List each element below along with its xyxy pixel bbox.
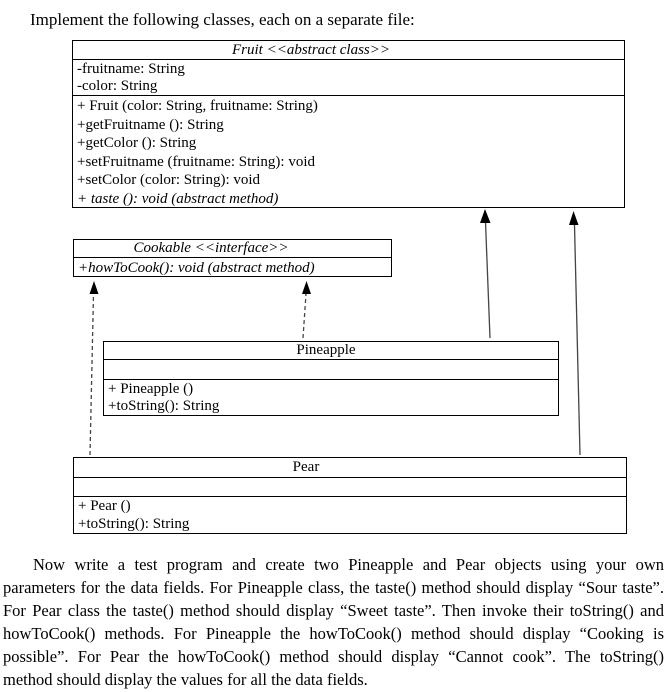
implements-arrowhead-pineapple-cookable-icon — [302, 281, 311, 294]
uml-interface-cookable: Cookable <<interface>> +howToCook(): voi… — [73, 239, 392, 277]
fruit-attributes-compartment: -fruitname: String -color: String — [73, 60, 624, 96]
uml-class-fruit: Fruit <<abstract class>> -fruitname: Str… — [72, 40, 625, 208]
extends-arrow-pear-fruit — [573, 224, 581, 456]
pear-methods-compartment: + Pear () +toString(): String — [74, 497, 626, 533]
instruction-text: Implement the following classes, each on… — [30, 10, 415, 29]
uml-class-pear: Pear + Pear () +toString(): String — [73, 457, 627, 534]
fruit-method: + Fruit (color: String, fruitname: Strin… — [77, 98, 318, 114]
paragraph-line: parameters for the data fields. For Pine… — [3, 578, 664, 597]
pineapple-methods-compartment: + Pineapple () +toString(): String — [104, 380, 558, 415]
fruit-method: +setFruitname (fruitname: String): void — [77, 153, 316, 170]
pear-attributes-compartment — [74, 478, 626, 497]
fruit-class-title: Fruit <<abstract class>> — [73, 41, 624, 60]
cookable-methods-compartment: +howToCook(): void (abstract method) — [74, 258, 391, 277]
pineapple-method: +toString(): String — [108, 398, 220, 414]
pineapple-attributes-compartment — [104, 360, 558, 380]
uml-class-pineapple: Pineapple + Pineapple () +toString(): St… — [103, 341, 559, 416]
implements-arrow-pineapple-cookable — [302, 293, 307, 339]
pear-method: +toString(): String — [78, 515, 190, 532]
fruit-method: +getColor (): String — [77, 135, 197, 151]
cookable-method: +howToCook(): void (abstract method) — [78, 260, 315, 276]
pear-class-title: Pear — [74, 458, 626, 478]
cookable-interface-title: Cookable <<interface>> — [74, 240, 391, 258]
extends-arrowhead-pear-fruit-icon — [569, 211, 579, 225]
fruit-abstract-method: + taste (): void (abstract method) — [77, 190, 279, 207]
pineapple-class-title: Pineapple — [104, 342, 558, 360]
fruit-method: +getFruitname (): String — [77, 116, 224, 133]
pear-method: + Pear () — [78, 498, 131, 514]
fruit-methods-compartment: + Fruit (color: String, fruitname: Strin… — [73, 96, 624, 208]
implements-arrowhead-pear-cookable-icon — [89, 281, 99, 294]
pineapple-method: + Pineapple () — [108, 381, 194, 397]
fruit-attribute: -color: String — [77, 78, 158, 94]
paragraph-line: For Pear class the taste() method should… — [3, 601, 664, 620]
paragraph-line: Now write a test program and create two … — [33, 555, 664, 574]
implements-arrow-pear-cookable — [89, 293, 95, 456]
fruit-attribute: -fruitname: String — [77, 61, 185, 77]
paragraph-line: possible”. For Pear the howToCook() meth… — [3, 647, 664, 666]
paragraph-line: howToCook() methods. For Pineapple the h… — [3, 624, 664, 643]
fruit-method: +setColor (color: String): void — [77, 172, 261, 188]
closing-paragraph: Now write a test program and create two … — [3, 553, 664, 691]
extends-arrow-pineapple-fruit — [484, 221, 491, 339]
paragraph-line: method should display the values for all… — [3, 670, 368, 689]
extends-arrowhead-pineapple-fruit-icon — [480, 209, 491, 223]
